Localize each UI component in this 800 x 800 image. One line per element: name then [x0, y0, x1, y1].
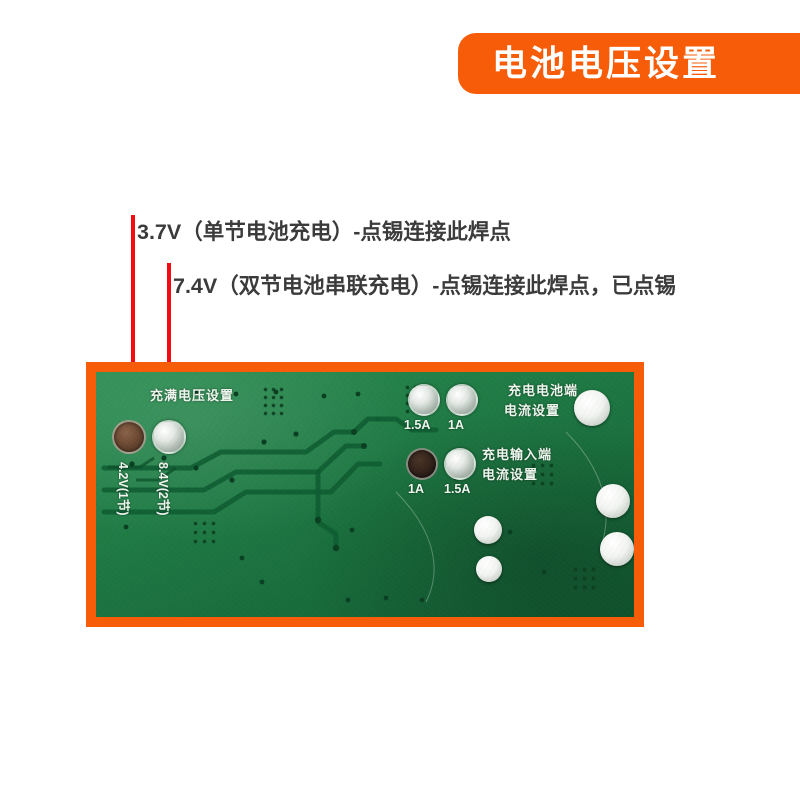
solder-pad-4v2[interactable]	[112, 420, 146, 454]
solder-pad-battery-1a[interactable]	[446, 384, 478, 416]
silk-label-input-pad-left: 1A	[408, 482, 424, 496]
silk-label-charge-full-voltage: 充满电压设置	[150, 388, 235, 403]
callout-label-7v4: 7.4V（双节电池串联充电）-点锡连接此焊点，已点锡	[173, 274, 676, 298]
silk-label-battery-side-line1: 充电电池端	[508, 383, 579, 398]
silk-label-battery-pad-left: 1.5A	[404, 418, 431, 432]
large-pad-center-bottom-upper[interactable]	[474, 516, 502, 544]
leader-line-3v7	[131, 215, 135, 430]
large-pad-center-bottom-lower[interactable]	[476, 556, 502, 582]
large-pad-right-bottom[interactable]	[600, 532, 634, 566]
solder-pad-input-1p5a[interactable]	[444, 448, 476, 480]
solder-pad-8v4[interactable]	[152, 420, 186, 454]
leader-line-7v4	[167, 263, 171, 431]
solder-pad-input-1a[interactable]	[406, 448, 438, 480]
header-banner: 电池电压设置	[458, 33, 800, 94]
silk-label-input-side-line2: 电流设置	[482, 467, 539, 482]
page-title: 电池电压设置	[492, 44, 721, 83]
silk-label-battery-pad-right: 1A	[448, 418, 464, 432]
pcb-board: 充满电压设置 4.2V(1节) 8.4V(2节) 1.5A 1A 充电电池端 电…	[96, 372, 634, 617]
silk-label-battery-side-line2: 电流设置	[504, 403, 561, 418]
silk-label-4v2: 4.2V(1节)	[116, 462, 130, 516]
pcb-photo-frame: 充满电压设置 4.2V(1节) 8.4V(2节) 1.5A 1A 充电电池端 电…	[86, 362, 644, 627]
large-pad-right-middle[interactable]	[596, 484, 630, 518]
silk-label-input-side-line1: 充电输入端	[482, 447, 553, 462]
silk-label-8v4: 8.4V(2节)	[156, 462, 170, 516]
silk-label-input-pad-right: 1.5A	[444, 482, 471, 496]
large-pad-top-right[interactable]	[574, 390, 610, 426]
callout-label-3v7: 3.7V（单节电池充电）-点锡连接此焊点	[137, 220, 511, 244]
solder-pad-battery-1p5a[interactable]	[408, 384, 440, 416]
pcb-copper-traces	[101, 389, 607, 603]
